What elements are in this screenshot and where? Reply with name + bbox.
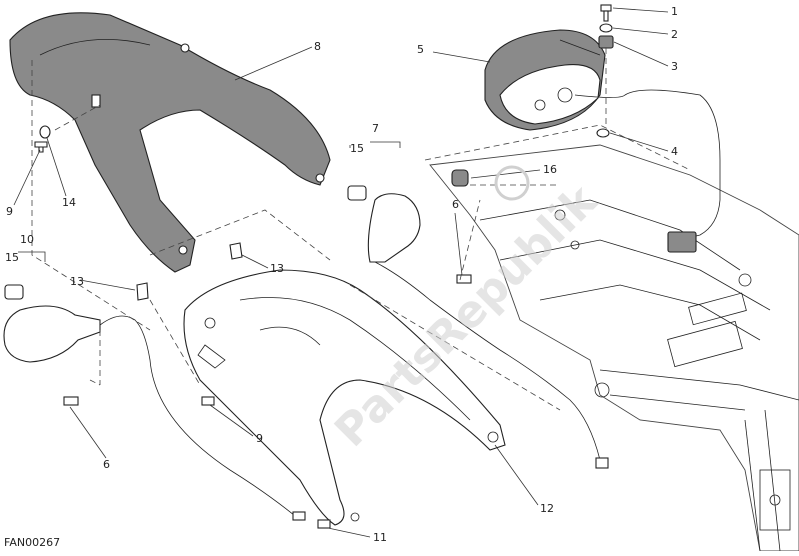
clip-13-left (136, 282, 149, 301)
callout-16: 16 (543, 163, 557, 176)
spacer-3 (598, 35, 614, 49)
bulb-15-left (4, 284, 24, 300)
tail-cover (9, 12, 331, 273)
callout-14: 14 (62, 196, 76, 209)
screw-9-upper (34, 141, 48, 153)
screw-11 (317, 519, 331, 529)
washer-4 (596, 48, 610, 138)
number-plate-holder (183, 269, 506, 526)
leader-lines (13, 7, 669, 538)
callout-11: 11 (373, 531, 387, 544)
bulb-15-right (347, 185, 367, 201)
callout-3: 3 (671, 60, 678, 73)
callout-4: 4 (671, 145, 678, 158)
callout-13-right: 13 (270, 262, 284, 275)
tail-light (484, 29, 721, 253)
callout-2: 2 (671, 28, 678, 41)
screw-6-left (63, 396, 79, 406)
drawing-code: FAN00267 (4, 536, 60, 549)
callout-6-right: 6 (452, 198, 459, 211)
washer-14 (39, 125, 51, 139)
clip-13-right (229, 242, 243, 260)
callout-10: 10 (20, 233, 34, 246)
callout-labels: 1 2 3 4 5 8 7 15 16 6 9 14 10 15 13 13 6… (5, 5, 678, 544)
callout-13-left: 13 (70, 275, 84, 288)
callout-8: 8 (314, 40, 321, 53)
screw-1 (600, 4, 612, 22)
callout-6-left: 6 (103, 458, 110, 471)
grommet-16 (451, 169, 469, 187)
callout-1: 1 (671, 5, 678, 18)
screw-6-right (456, 274, 472, 284)
turn-signal-right (367, 193, 609, 469)
callout-12: 12 (540, 502, 554, 515)
callout-15-right: 15 (350, 142, 364, 155)
assembly-lines (31, 60, 691, 411)
callout-9-lower: 9 (256, 432, 263, 445)
screw-9-lower (201, 396, 215, 406)
callout-7: 7 (372, 122, 379, 135)
callout-5: 5 (417, 43, 424, 56)
rear-subframe (429, 144, 799, 552)
callout-15-left: 15 (5, 251, 19, 264)
washer-2 (599, 23, 613, 33)
callout-9-upper: 9 (6, 205, 13, 218)
